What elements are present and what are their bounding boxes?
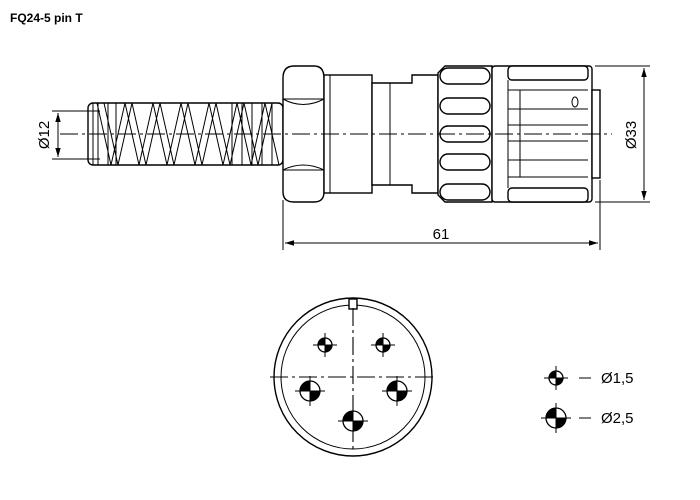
length-label: 61 — [433, 226, 450, 243]
pin-large-right — [382, 376, 412, 406]
cable-diameter-dimension: Ø12 — [36, 110, 100, 160]
body-diameter-dimension: Ø33 — [595, 65, 650, 203]
small-pin-glyph — [544, 366, 568, 390]
large-pin-symbol — [541, 403, 571, 433]
cable-diameter-label: Ø12 — [36, 121, 53, 149]
key-notch — [348, 298, 358, 310]
pin-layout — [295, 333, 412, 436]
small-pin-label: Ø1,5 — [601, 370, 634, 387]
pin-large-left — [295, 376, 325, 406]
pin-legend: Ø1,5 Ø2,5 — [541, 366, 634, 433]
length-dimension: 61 — [282, 180, 601, 250]
large-pin-label: Ø2,5 — [601, 410, 634, 427]
body-diameter-label: Ø33 — [623, 121, 640, 149]
front-view — [270, 297, 436, 457]
side-view: Ø12 Ø33 61 — [36, 65, 650, 250]
large-pin-glyph — [541, 403, 571, 433]
drawing-title: FQ24-5 pin T — [10, 11, 83, 25]
pin-small-right — [371, 333, 395, 357]
coupling-ring — [437, 65, 493, 203]
pin-small-left — [313, 333, 337, 357]
latch-hole — [571, 96, 579, 108]
small-pin-symbol — [544, 366, 568, 390]
pin-large-bottom — [338, 406, 368, 436]
